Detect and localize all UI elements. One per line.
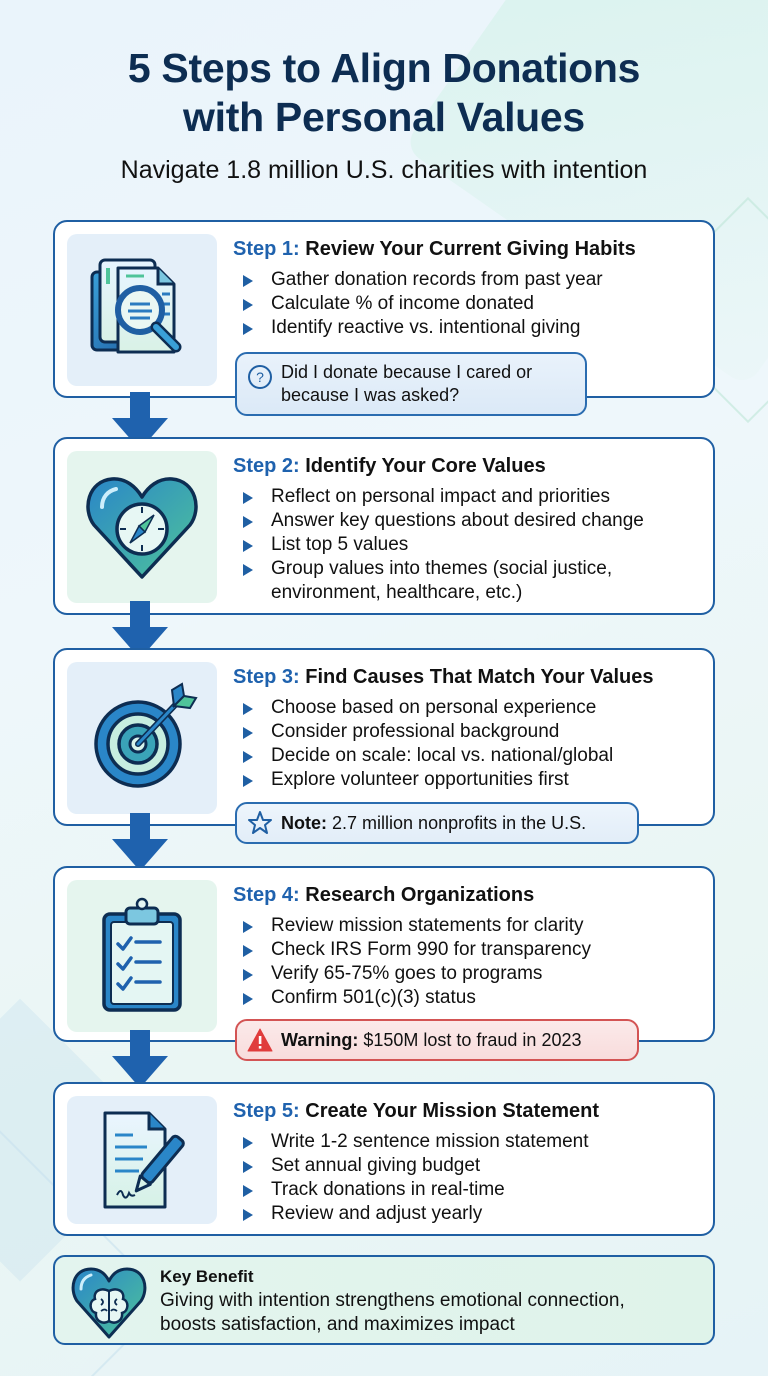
list-item: Confirm 501(c)(3) status bbox=[239, 986, 703, 1010]
step-card-2: Step 2: Identify Your Core Values Reflec… bbox=[53, 437, 715, 615]
question-circle-icon: ? bbox=[248, 365, 272, 389]
callout-line: Did I donate because I cared or bbox=[281, 362, 533, 382]
benefit-line: Giving with intention strengthens emotio… bbox=[160, 1290, 625, 1311]
bullet-list: Gather donation records from past year C… bbox=[239, 268, 703, 340]
bullet-list: Choose based on personal experience Cons… bbox=[239, 696, 703, 792]
icon-tile bbox=[67, 880, 217, 1032]
step-number: Step 2: bbox=[233, 455, 300, 477]
list-item: Group values into themes (social justice… bbox=[239, 557, 703, 581]
key-benefit-box: Key Benefit Giving with intention streng… bbox=[53, 1255, 715, 1345]
step-title: Step 5: Create Your Mission Statement bbox=[233, 1100, 703, 1123]
callout-text: Note: 2.7 million nonprofits in the U.S. bbox=[281, 812, 586, 835]
step-heading: Identify Your Core Values bbox=[305, 455, 546, 477]
icon-tile bbox=[67, 234, 217, 386]
step-number: Step 1: bbox=[233, 238, 300, 260]
warning-callout: Warning: $150M lost to fraud in 2023 bbox=[235, 1019, 639, 1061]
step-card-4: Step 4: Research Organizations Review mi… bbox=[53, 866, 715, 1061]
list-item: Set annual giving budget bbox=[239, 1154, 703, 1178]
page-subtitle: Navigate 1.8 million U.S. charities with… bbox=[120, 156, 648, 184]
title-line-1: 5 Steps to Align Donations bbox=[127, 45, 641, 91]
arrow-down-icon bbox=[112, 813, 168, 871]
list-item: Calculate % of income donated bbox=[239, 292, 703, 316]
list-item: Decide on scale: local vs. national/glob… bbox=[239, 744, 703, 768]
list-item: List top 5 values bbox=[239, 533, 703, 557]
callout-label: Note: bbox=[281, 812, 327, 833]
icon-tile bbox=[67, 1096, 217, 1224]
list-item: Verify 65-75% goes to programs bbox=[239, 962, 703, 986]
note-callout: Note: 2.7 million nonprofits in the U.S. bbox=[235, 802, 639, 844]
step-title: Step 4: Research Organizations bbox=[233, 884, 703, 907]
document-pen-icon bbox=[103, 1111, 185, 1209]
question-callout: ? Did I donate because I cared or becaus… bbox=[235, 352, 587, 416]
list-item: Identify reactive vs. intentional giving bbox=[239, 316, 703, 340]
target-arrow-icon bbox=[94, 682, 198, 788]
icon-tile bbox=[67, 662, 217, 814]
clipboard-checklist-icon bbox=[102, 897, 182, 1012]
step-card-3: Step 3: Find Causes That Match Your Valu… bbox=[53, 648, 715, 844]
callout-value: $150M lost to fraud in 2023 bbox=[363, 1029, 582, 1050]
list-item: Check IRS Form 990 for transparency bbox=[239, 938, 703, 962]
step-number: Step 3: bbox=[233, 666, 300, 688]
callout-text: Warning: $150M lost to fraud in 2023 bbox=[281, 1029, 582, 1052]
step-heading: Find Causes That Match Your Values bbox=[305, 666, 654, 688]
svg-text:?: ? bbox=[256, 369, 264, 385]
document-magnifier-icon bbox=[90, 258, 182, 354]
step-title: Step 1: Review Your Current Giving Habit… bbox=[233, 238, 703, 261]
list-item: Review mission statements for clarity bbox=[239, 914, 703, 938]
list-item: Reflect on personal impact and prioritie… bbox=[239, 485, 703, 509]
star-icon bbox=[248, 811, 272, 834]
benefit-title: Key Benefit bbox=[160, 1267, 254, 1286]
list-item: Choose based on personal experience bbox=[239, 696, 703, 720]
benefit-text: Giving with intention strengthens emotio… bbox=[160, 1289, 720, 1337]
list-item: Track donations in real-time bbox=[239, 1178, 703, 1202]
step-number: Step 5: bbox=[233, 1100, 300, 1122]
callout-label: Warning: bbox=[281, 1029, 359, 1050]
heart-compass-icon bbox=[86, 477, 198, 579]
page-header: 5 Steps to Align Donations with Personal… bbox=[0, 44, 768, 185]
step-title: Step 2: Identify Your Core Values bbox=[233, 455, 703, 478]
list-item: Write 1-2 sentence mission statement bbox=[239, 1130, 703, 1154]
title-line-2: with Personal Values bbox=[183, 94, 585, 140]
callout-line: because I was asked? bbox=[281, 385, 460, 405]
callout-text: Did I donate because I cared or because … bbox=[281, 361, 532, 407]
step-heading: Research Organizations bbox=[305, 884, 535, 906]
callout-value: 2.7 million nonprofits in the U.S. bbox=[332, 812, 587, 833]
list-item: Explore volunteer opportunities first bbox=[239, 768, 703, 792]
bullet-list: Review mission statements for clarity Ch… bbox=[239, 914, 703, 1010]
step-card-5: Step 5: Create Your Mission Statement Wr… bbox=[53, 1082, 715, 1236]
step-card-1: Step 1: Review Your Current Giving Habit… bbox=[53, 220, 715, 416]
icon-tile bbox=[67, 451, 217, 603]
arrow-down-icon bbox=[112, 601, 168, 659]
page-title: 5 Steps to Align Donations with Personal… bbox=[0, 44, 768, 142]
warning-triangle-icon bbox=[247, 1028, 273, 1052]
step-heading: Create Your Mission Statement bbox=[305, 1100, 600, 1122]
list-item: Review and adjust yearly bbox=[239, 1202, 703, 1226]
step-title: Step 3: Find Causes That Match Your Valu… bbox=[233, 666, 703, 689]
bullet-list: Write 1-2 sentence mission statement Set… bbox=[239, 1130, 703, 1226]
list-item: Answer key questions about desired chang… bbox=[239, 509, 703, 533]
arrow-down-icon bbox=[112, 392, 168, 450]
arrow-down-icon bbox=[112, 1030, 168, 1088]
list-item-continued: environment, healthcare, etc.) bbox=[271, 582, 523, 603]
list-item: Consider professional background bbox=[239, 720, 703, 744]
heart-brain-icon bbox=[71, 1267, 147, 1339]
step-heading: Review Your Current Giving Habits bbox=[305, 238, 636, 260]
step-number: Step 4: bbox=[233, 884, 300, 906]
benefit-line: boosts satisfaction, and maximizes impac… bbox=[160, 1314, 515, 1335]
bullet-list: Reflect on personal impact and prioritie… bbox=[239, 485, 703, 605]
list-item: Gather donation records from past year bbox=[239, 268, 703, 292]
